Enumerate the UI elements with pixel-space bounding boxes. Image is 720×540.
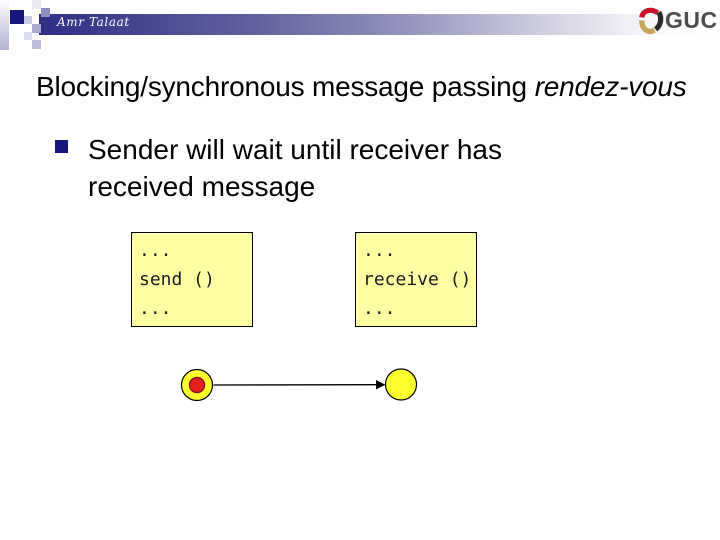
decor-square [32,24,41,33]
decor-gradient-strip [0,0,9,50]
guc-logo-icon [639,7,664,34]
code-line: ... [139,240,172,261]
code-line: ... [363,240,396,261]
guc-logo-text: GUC [665,7,718,33]
bullet-square-icon [55,140,68,153]
code-line: ... [139,298,172,319]
sender-code-box: ... send () ... [131,232,253,327]
slide-title-main: Blocking/synchronous message passing [36,71,527,102]
code-line: receive () [363,269,472,290]
decor-square [41,8,50,17]
bullet-text: Sender will wait until receiver has rece… [88,134,502,202]
author-signature: Amr Talaat [57,15,130,29]
logo-gold-swirl [639,20,656,34]
decor-square [32,40,41,49]
header-gradient-bar [39,14,720,35]
guc-logo: GUC [638,7,718,34]
code-line: ... [363,298,396,319]
receiver-node-circle [384,368,418,401]
message-token-dot [188,376,206,394]
receiver-code-box: ... receive () ... [355,232,477,327]
decor-square [32,0,41,9]
logo-dark-swirl [653,10,664,32]
code-line: send () [139,269,215,290]
slide-title-emphasis: rendez-vous [534,71,687,102]
decor-square [24,32,32,40]
decor-square [24,16,32,24]
decor-square [10,10,24,24]
message-arrowhead [376,380,386,390]
message-passing-diagram [180,368,418,402]
logo-red-swirl [639,7,660,19]
